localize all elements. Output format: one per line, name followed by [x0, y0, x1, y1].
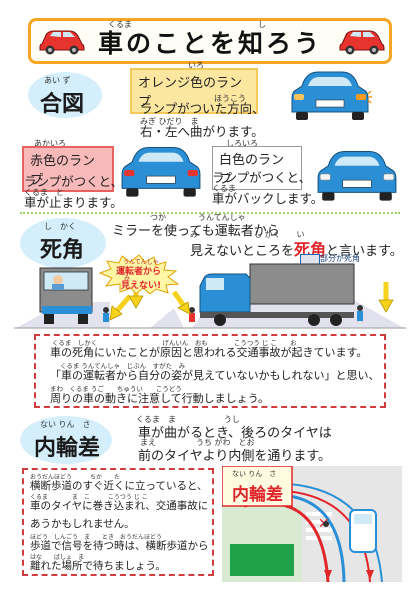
- naiwasa-advice-box: [22, 468, 214, 576]
- box-ruby2: くるま ま こ こうつう じ こ: [30, 494, 148, 501]
- box-line1: 横断歩道のすぐ近くに立っていると、: [30, 480, 208, 492]
- diagram-label: 内輪差: [232, 485, 283, 505]
- box-ruby4: ほどう しんごう ま とき おうだんほどう: [30, 534, 163, 541]
- shikaku-ruby: し かく: [44, 222, 76, 231]
- orange-desc-line2: 右・左へ曲がります。: [140, 124, 264, 139]
- white-tag-ruby: しろいろ: [226, 139, 258, 148]
- notice-line1: 車の死角にいたことが原因と思われる交通事故が起きています。: [50, 346, 368, 359]
- section-divider: [20, 212, 400, 214]
- shikaku-line2-c: と言います。: [326, 244, 403, 259]
- white-desc-line2: 車がバックします。: [212, 191, 324, 206]
- orange-desc-line1: ランプがついた方向、: [140, 101, 265, 116]
- inner-wheel-diagram: ✕: [222, 466, 402, 582]
- notice-ruby2: くるま うんてんしゃ じぶん すがた み: [60, 362, 186, 370]
- title-frame: [28, 18, 392, 64]
- orange-desc-ruby2: みぎ ひだり ま: [140, 117, 199, 126]
- notice-line2: 「車の運転者から自分の姿が見えていないかもしれない」と思い、: [50, 369, 380, 382]
- orange-desc-ruby: ほうこう: [214, 94, 246, 103]
- naiwasa-line1-ruby: くるま ま うし: [136, 415, 240, 424]
- burst-line2: 見えない!: [121, 281, 162, 291]
- box-line2: 車のタイヤに巻き込まれ、交通事故に: [30, 500, 209, 512]
- aizu-heading: 合図: [40, 92, 85, 117]
- red-lamp-tag: 赤色のランプ: [22, 146, 114, 192]
- orange-tag-ruby: いろ: [188, 61, 204, 70]
- box-line5: 離れた場所で待ちましょう。: [30, 560, 166, 572]
- box-ruby5: はな ばしょ ま: [30, 554, 85, 561]
- notice-line3: 周りの車の動きに注意して行動しましょう。: [50, 392, 270, 405]
- naiwasa-line2: 前のタイヤより内側を通ります。: [138, 449, 332, 464]
- naiwasa-cloud: [20, 416, 112, 464]
- white-lamp-tag: 白色のランプ: [212, 146, 302, 190]
- naiwasa-ruby: ない りん さ: [40, 420, 91, 429]
- white-desc-line1: ランプがつくと、: [212, 170, 312, 185]
- blind-spot-legend: 部分が死角: [320, 254, 360, 263]
- red-tag-ruby: あかいろ: [34, 139, 66, 148]
- title-ruby: くるま: [108, 20, 132, 29]
- shikaku-line2: 見えないところを死角と言います。: [190, 236, 403, 260]
- aizu-cloud: [28, 72, 102, 118]
- shikaku-line1-ruby: つか うんてんしゃ: [150, 213, 246, 222]
- naiwasa-heading: 内輪差: [34, 436, 101, 461]
- shikaku-heading: 死角: [40, 238, 85, 263]
- blue-car-rear-orange-lamp-icon: [291, 71, 372, 120]
- notice-ruby1: くるま しかく げんいん おも こうつう じ こ お: [52, 339, 297, 347]
- notice-ruby3: まわ くるま うご ちゅうい こうどう: [50, 385, 182, 393]
- red-desc-ruby2: くるま と: [24, 188, 64, 197]
- burst-line1: 運転者から: [116, 267, 162, 277]
- blind-spot-notice-box: [34, 334, 386, 408]
- naiwasa-line2-ruby: まえ うち がわ とお: [140, 438, 255, 447]
- box-line3: あうかもしれません。: [30, 518, 135, 530]
- shikaku-line2-a: 見えないところを: [190, 244, 295, 259]
- orange-lamp-tag: オレンジ色のランプ: [130, 68, 258, 114]
- red-desc-line2: 車が止まります。: [24, 195, 123, 210]
- red-desc-line1: ランプがつくと、: [24, 174, 124, 189]
- red-car-icon: [339, 30, 385, 55]
- burst-ruby: うんてんしゃ: [123, 259, 159, 266]
- shikaku-cloud: [20, 218, 106, 268]
- shikaku-line1: ミラーを使っても運転者から: [112, 224, 280, 239]
- box-ruby1: おうだんほどう ちか た: [30, 474, 121, 481]
- title-ruby: し: [258, 20, 266, 29]
- burst-ruby2: み: [124, 275, 131, 282]
- warning-burst-icon: [98, 254, 180, 294]
- aizu-ruby: あい ず: [44, 76, 71, 85]
- page-title: 車のことを知ろう: [97, 29, 322, 58]
- blue-car-rear-red-lamp-icon: [121, 146, 201, 197]
- shikaku-line2-ruby: み し かく い: [190, 230, 305, 239]
- blue-car-rear-white-lamp-icon: [317, 150, 397, 201]
- diagram-ruby: ない りん さ: [232, 470, 277, 478]
- red-car-icon: [39, 30, 85, 55]
- naiwasa-line1: 車が曲がるとき、後ろのタイヤは: [138, 426, 332, 441]
- box-line4: 歩道で信号を待つ時は、横断歩道から: [30, 540, 209, 552]
- white-desc-ruby2: くるま: [212, 184, 236, 193]
- blind-spot-illustration: [14, 263, 406, 329]
